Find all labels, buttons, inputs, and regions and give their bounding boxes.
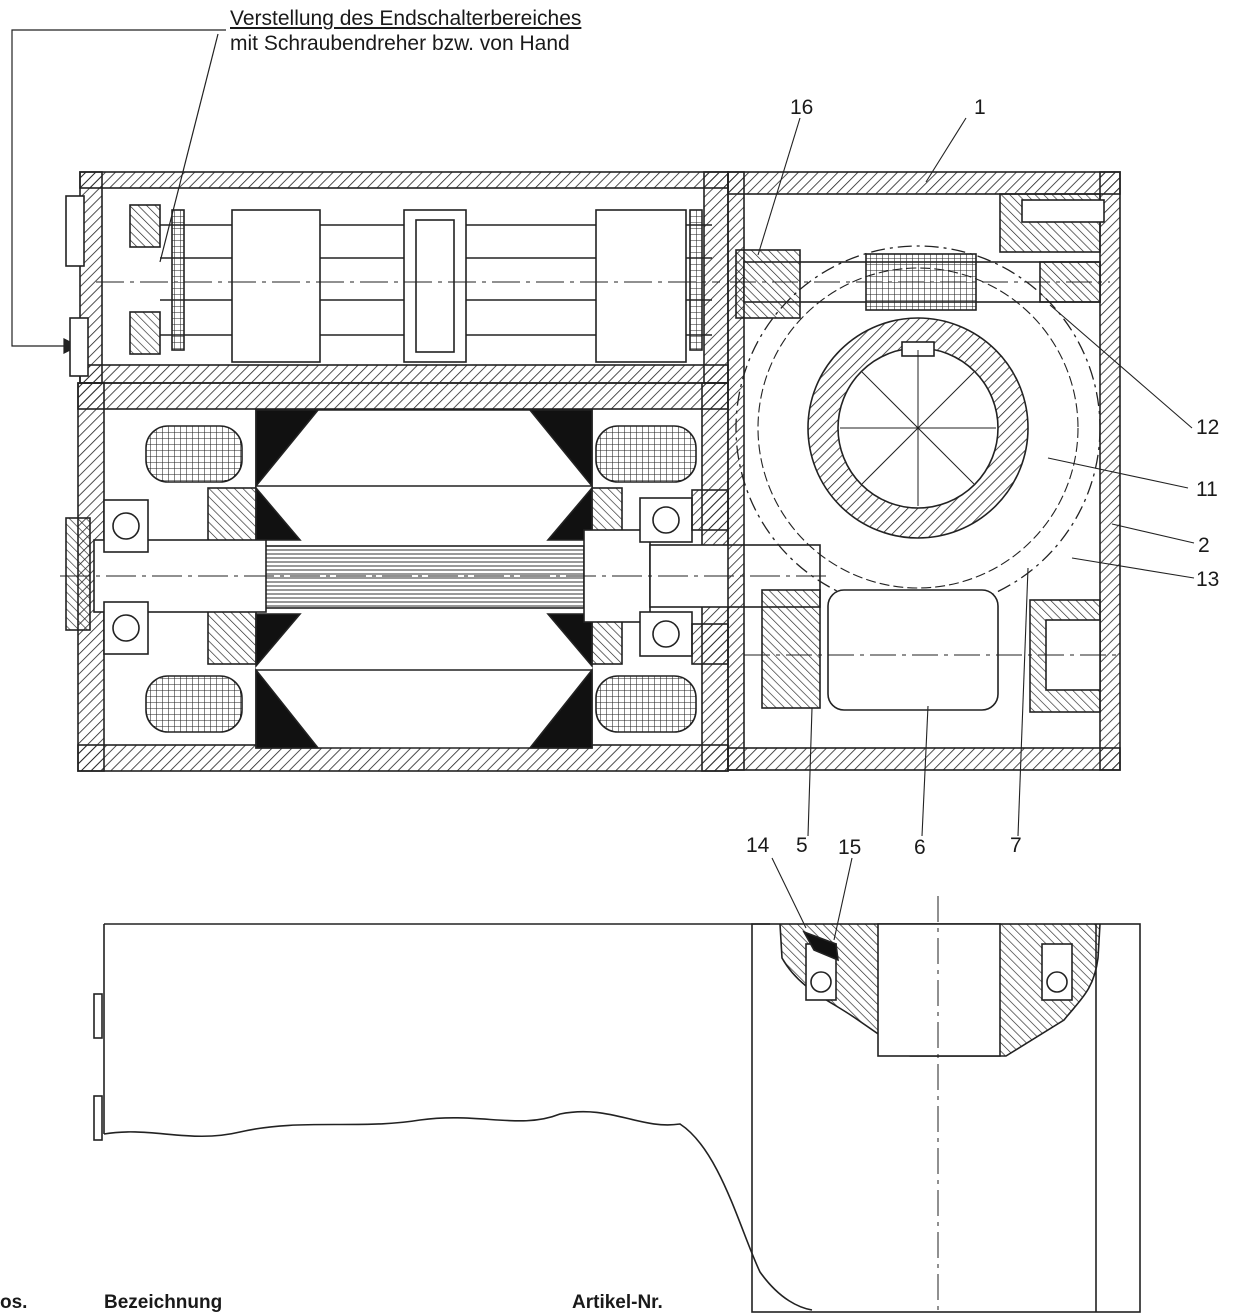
callout-leaders <box>757 117 1195 941</box>
adjustment-note-line1: Verstellung des Endschalterbereiches <box>230 7 582 30</box>
column-header-bezeichnung: Bezeichnung <box>104 1292 223 1313</box>
adjustment-leader <box>11 29 226 354</box>
callout-2: 2 <box>1198 534 1210 557</box>
callout-12: 12 <box>1196 416 1220 439</box>
adjustment-note-line2: mit Schraubendreher bzw. von Hand <box>230 32 570 55</box>
callout-5: 5 <box>796 834 808 857</box>
callout-6: 6 <box>914 836 926 859</box>
gearbox-housing <box>727 171 1121 771</box>
callout-7: 7 <box>1010 834 1022 857</box>
callout-16: 16 <box>790 96 814 119</box>
motor-housing <box>60 382 830 772</box>
callout-1: 1 <box>974 96 986 119</box>
column-header-artikel: Artikel-Nr. <box>572 1292 663 1313</box>
callout-15: 15 <box>838 836 862 859</box>
callout-11: 11 <box>1196 478 1218 501</box>
column-header-pos: os. <box>0 1292 28 1313</box>
callout-13: 13 <box>1196 568 1220 591</box>
limit-switch-compartment <box>65 171 729 384</box>
side-view-drawing <box>93 896 1141 1315</box>
callout-14: 14 <box>746 834 770 857</box>
adjustment-note: Verstellung des Endschalterbereiches mit… <box>230 6 581 56</box>
